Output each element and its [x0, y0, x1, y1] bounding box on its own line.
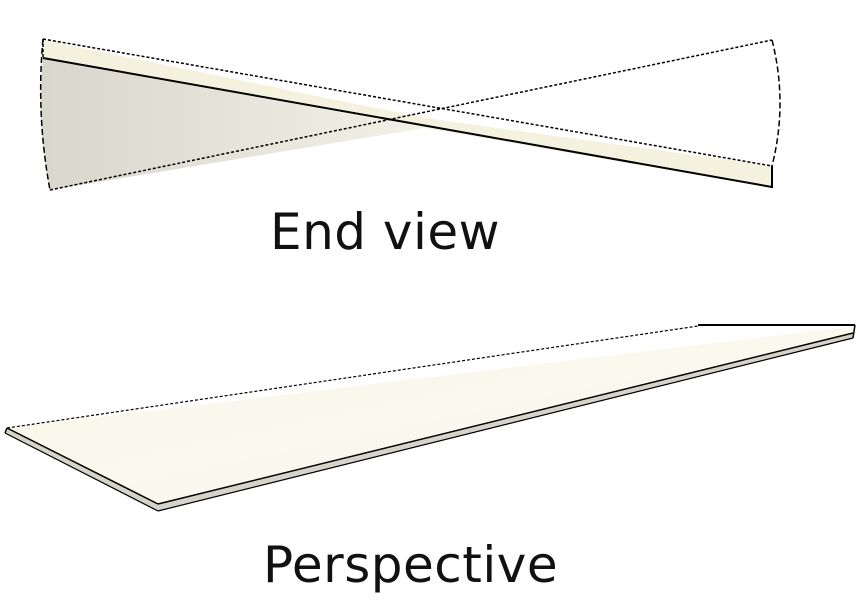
end-view-label: End view	[270, 203, 501, 261]
perspective-edge-long	[157, 332, 854, 505]
perspective-edge-dotted-back	[6, 325, 699, 429]
perspective-label: Perspective	[263, 536, 559, 594]
end-view-panel-strip	[43, 40, 772, 188]
end-view-dotted-cross	[49, 39, 773, 191]
perspective-edge-end	[852, 324, 856, 339]
perspective-edge-start	[4, 427, 8, 434]
perspective-edge-long-bottom	[157, 337, 854, 512]
end-view-panel-edge-lower	[42, 57, 773, 188]
end-view-left-wedge	[40, 57, 426, 190]
perspective-edge-front	[6, 427, 159, 505]
end-view-dotted-top	[42, 38, 773, 167]
perspective-panel-top	[7, 326, 855, 504]
end-view-dotted-right-arc	[771, 39, 781, 167]
end-view-dotted-left-arc	[39, 38, 51, 191]
perspective-edge-front-bottom	[4, 432, 159, 512]
